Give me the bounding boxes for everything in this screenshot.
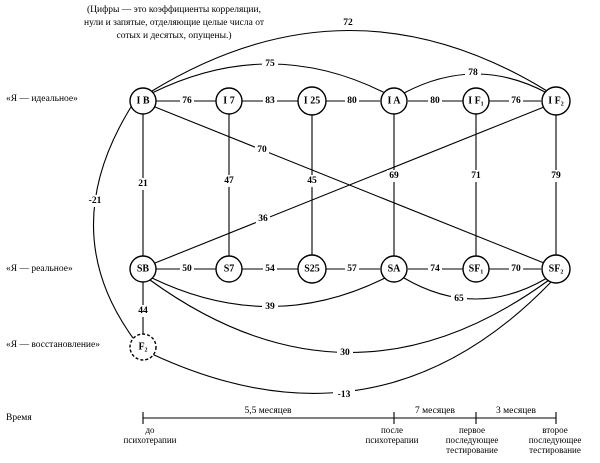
label-ib-sb: 21 [138,179,148,189]
svg-text:SB: SB [137,264,150,275]
label-if2-sf2: 79 [551,171,561,181]
svg-text:SF₁: SF₁ [469,264,484,275]
label-if1-if2: 76 [511,96,521,106]
span-1: 5,5 месяцев [244,406,292,416]
timeline-label: Время [6,413,32,423]
label-i7-s7: 47 [224,176,234,186]
svg-text:I F₂: I F₂ [548,96,564,107]
node-if1: I F₁ [462,87,490,115]
span-2: 7 месяцев [415,406,455,416]
label-if1-sf1: 71 [471,171,481,181]
row-label-real: «Я — реальное» [6,264,73,274]
note-line-1: (Цифры — это коэффициенты корреляции, [87,4,261,15]
svg-text:SF₂: SF₂ [549,264,564,275]
point-2-line-1: после [381,425,403,435]
node-i25: I 25 [297,86,327,116]
point-4-line-3: тестирование [529,445,581,455]
edge-sb-if2 [154,106,545,264]
row-label-recovery: «Я — восстановление» [6,340,100,350]
edge-f2-sf2 [151,280,553,394]
node-s25: S25 [297,254,327,284]
span-3: 3 месяцев [496,406,536,416]
label-sb-s7: 50 [182,264,192,274]
label-sf1-sf2: 70 [511,264,521,274]
point-4-line-2: последующее [529,435,582,445]
node-if2: I F₂ [541,86,571,116]
label-i25-ia: 80 [347,96,357,106]
point-2-line-2: психотерапии [366,435,419,445]
label-sb-f2: 44 [138,306,148,316]
label-ia-if1: 80 [430,96,440,106]
label-sb-sf2: 30 [340,348,350,358]
label-ia-if2: 78 [468,68,478,78]
node-ia: I A [380,87,408,115]
label-sb-if2: 36 [258,214,268,224]
label-sa-sf1: 74 [430,264,440,274]
node-f2: F₂ [129,333,157,361]
point-1-line-2: психотерапии [124,435,177,445]
node-s7: S7 [215,255,243,283]
row-label-ideal: «Я — идеальное» [6,94,78,104]
svg-text:S7: S7 [224,264,235,275]
label-ib-ia: 75 [265,59,275,69]
svg-text:I B: I B [136,96,149,107]
node-sf1: SF₁ [462,255,490,283]
svg-text:SA: SA [388,264,402,275]
edges [93,30,557,394]
note-line-2: нули и запятые, отделяющие целые числа о… [84,18,265,28]
edge-sa-sf2 [403,277,548,300]
label-ib-i7: 76 [182,96,192,106]
note-line-3: сотых и десятых, опущены.) [117,30,232,41]
edge-ib-if2 [151,30,548,92]
point-3-line-3: тестирование [446,445,498,455]
label-f2-sf2: -13 [338,390,351,400]
label-i25-s25: 45 [307,176,317,186]
nodes: I B I 7 I 25 I A I F₁ I F₂ SB S7 S25 SA … [129,86,571,361]
point-1-line-1: до [145,425,155,435]
node-sb: SB [129,255,157,283]
label-ib-f2: -21 [89,196,102,206]
point-3-line-1: первое [459,425,485,435]
edge-sb-sf2 [149,279,550,354]
edge-labels: 76 83 80 80 76 50 54 57 74 70 21 47 45 6… [84,17,563,401]
point-3-line-2: последующее [446,435,499,445]
label-sa-sf2: 65 [454,294,464,304]
node-sf2: SF₂ [541,254,571,284]
point-4-line-1: второе [542,425,567,435]
svg-text:I 7: I 7 [223,96,234,107]
label-sb-sa: 39 [265,302,275,312]
edge-ib-f2 [93,106,134,339]
svg-text:I 25: I 25 [304,96,320,107]
node-ib: I B [129,87,157,115]
label-ia-sa: 69 [389,171,399,181]
svg-text:I F₁: I F₁ [468,96,484,107]
node-sa: SA [380,255,408,283]
svg-text:I A: I A [387,96,401,107]
svg-text:S25: S25 [304,264,320,275]
label-s25-sa: 57 [347,264,357,274]
svg-text:F₂: F₂ [138,342,147,353]
node-i7: I 7 [215,87,243,115]
label-i7-i25: 83 [265,96,275,106]
label-s7-s25: 54 [265,264,275,274]
timeline: Время 5,5 месяцев 7 месяцев 3 месяцев до… [6,406,581,455]
label-ib-sf2: 70 [257,145,267,155]
label-ib-if2: 72 [343,18,353,28]
